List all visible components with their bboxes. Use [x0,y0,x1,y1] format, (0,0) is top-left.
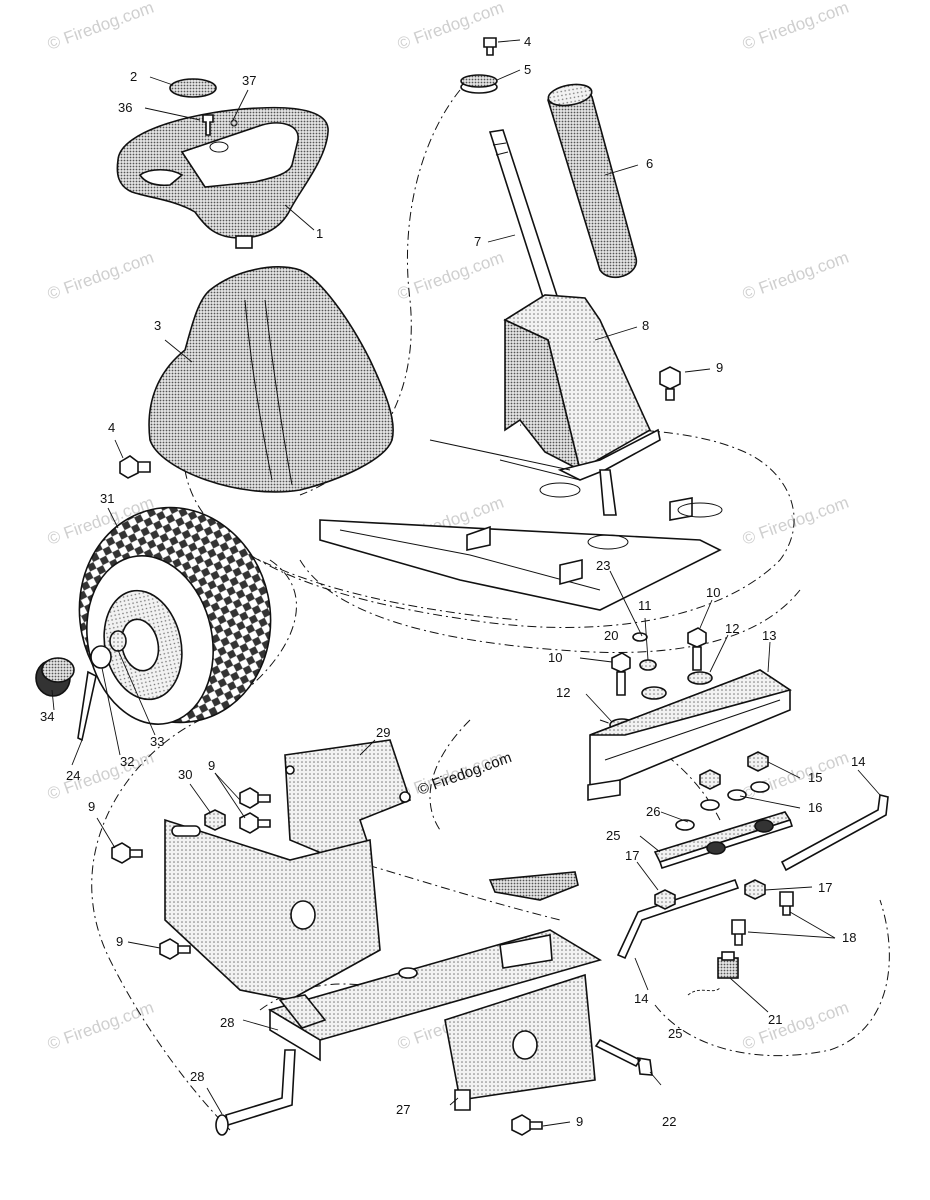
part-4-bolt-left [119,455,151,479]
part-8-support [503,294,661,516]
callout-3: 3 [154,318,161,333]
part-5-bushing [460,74,498,94]
frame-plate [319,439,723,611]
callout-22: 23 [596,558,610,573]
callout-6: 6 [646,156,653,171]
watermark-text: © Firedog.com [740,0,851,54]
part-9-bolt-e [511,1114,543,1136]
callout-4-left: 4 [108,420,115,435]
callout-23: 24 [66,768,80,783]
part-33-washer [90,645,112,669]
callout-35: 34 [40,709,54,724]
part-17-nut-right [744,879,766,900]
watermark-text: © Firedog.com [740,248,851,304]
callout-1: 1 [316,226,323,241]
part-36-bolt [202,114,214,136]
callout-18: 18 [842,930,856,945]
callout-24: 25 [668,1026,682,1041]
part-7-shaft [488,129,561,312]
callout-21: 22 [662,1114,676,1129]
watermark-text: © Firedog.com [45,0,156,54]
callout-8: 8 [642,318,649,333]
leader-lines [51,39,881,1127]
callout-14-left: 14 [634,991,648,1006]
callout-37: 37 [242,73,256,88]
callout-5: 5 [524,62,531,77]
callout-31: 30 [178,767,192,782]
part-18-bolt-left [731,919,746,946]
callout-10-left: 10 [548,650,562,665]
part-31-nut [204,809,226,831]
callout-20: 21 [768,1012,782,1027]
watermark-text: © Firedog.com [45,248,156,304]
part-18-bolt-right [779,891,794,916]
callout-17-left: 17 [625,848,639,863]
part-24-pin [687,987,721,996]
part-27-lower-bracket [444,973,596,1111]
watermark-text: © Firedog.com [395,248,506,304]
part-2-cap [169,78,217,98]
callout-12-right: 12 [725,621,739,636]
part-29-axle-beam [268,871,602,1062]
part-9-bolt-support [659,366,681,401]
part-9-bolt-a [239,787,271,809]
part-32-wheel [78,506,272,725]
callout-17-right: 17 [818,880,832,895]
part-14-tie-rod-left [616,878,740,960]
callout-9-pair: 9 [208,758,215,773]
callout-10-right: 10 [706,585,720,600]
nuts-washers-15-16-26 [675,751,770,831]
callout-9-left: 9 [88,799,95,814]
part-9-bolt-b [239,812,271,834]
callout-36: 36 [118,100,132,115]
part-4-bolt-top [483,37,497,56]
part-6-grip [547,83,637,279]
watermark-text: © Firedog.com [740,998,851,1054]
callout-9-mid: 9 [116,934,123,949]
part-1-steering-wheel [116,106,329,249]
callout-4-top: 4 [524,34,531,49]
callout-2: 2 [130,69,137,84]
part-13-axle-bracket [587,669,792,801]
callout-27: 27 [396,1102,410,1117]
part-17-nut-left [654,889,676,910]
callout-7: 7 [474,234,481,249]
part-37-washer [230,119,238,127]
callout-28: 28 [190,1069,204,1084]
callout-11: 11 [638,598,652,613]
callout-14-right: 14 [851,754,865,769]
callout-29: 28 [220,1015,234,1030]
part-3-steering-cover [148,266,394,493]
watermark-text: © Firedog.com [740,493,851,549]
callout-16: 16 [808,800,822,815]
callout-26: 26 [646,804,660,819]
part-25-plate [653,811,794,870]
callout-30: 29 [376,725,390,740]
part-14-tie-rod-right [780,794,889,872]
part-35-hub-cap [35,657,75,697]
part-30-bracket [284,739,411,866]
part-28-spindle [215,994,327,1136]
part-23-cotter-pin [77,670,97,742]
callout-25: 25 [606,828,620,843]
part-9-bolt-c [111,842,143,864]
callout-13: 13 [762,628,776,643]
callout-34: 33 [150,734,164,749]
part-34-washer [109,630,127,652]
callout-19: 20 [604,628,618,643]
part-9-bolt-d [159,938,191,960]
callout-15: 15 [808,770,822,785]
callout-33: 32 [120,754,134,769]
part-21-bolt [594,1038,653,1076]
side-plate [164,818,381,1001]
callout-9-bottom: 9 [576,1114,583,1129]
callout-12-left: 12 [556,685,570,700]
part-20-grease-fitting [717,951,739,979]
callout-32: 31 [100,491,114,506]
callout-9-support: 9 [716,360,723,375]
watermark-text: © Firedog.com [45,748,156,804]
watermark-text: © Firedog.com [45,998,156,1054]
